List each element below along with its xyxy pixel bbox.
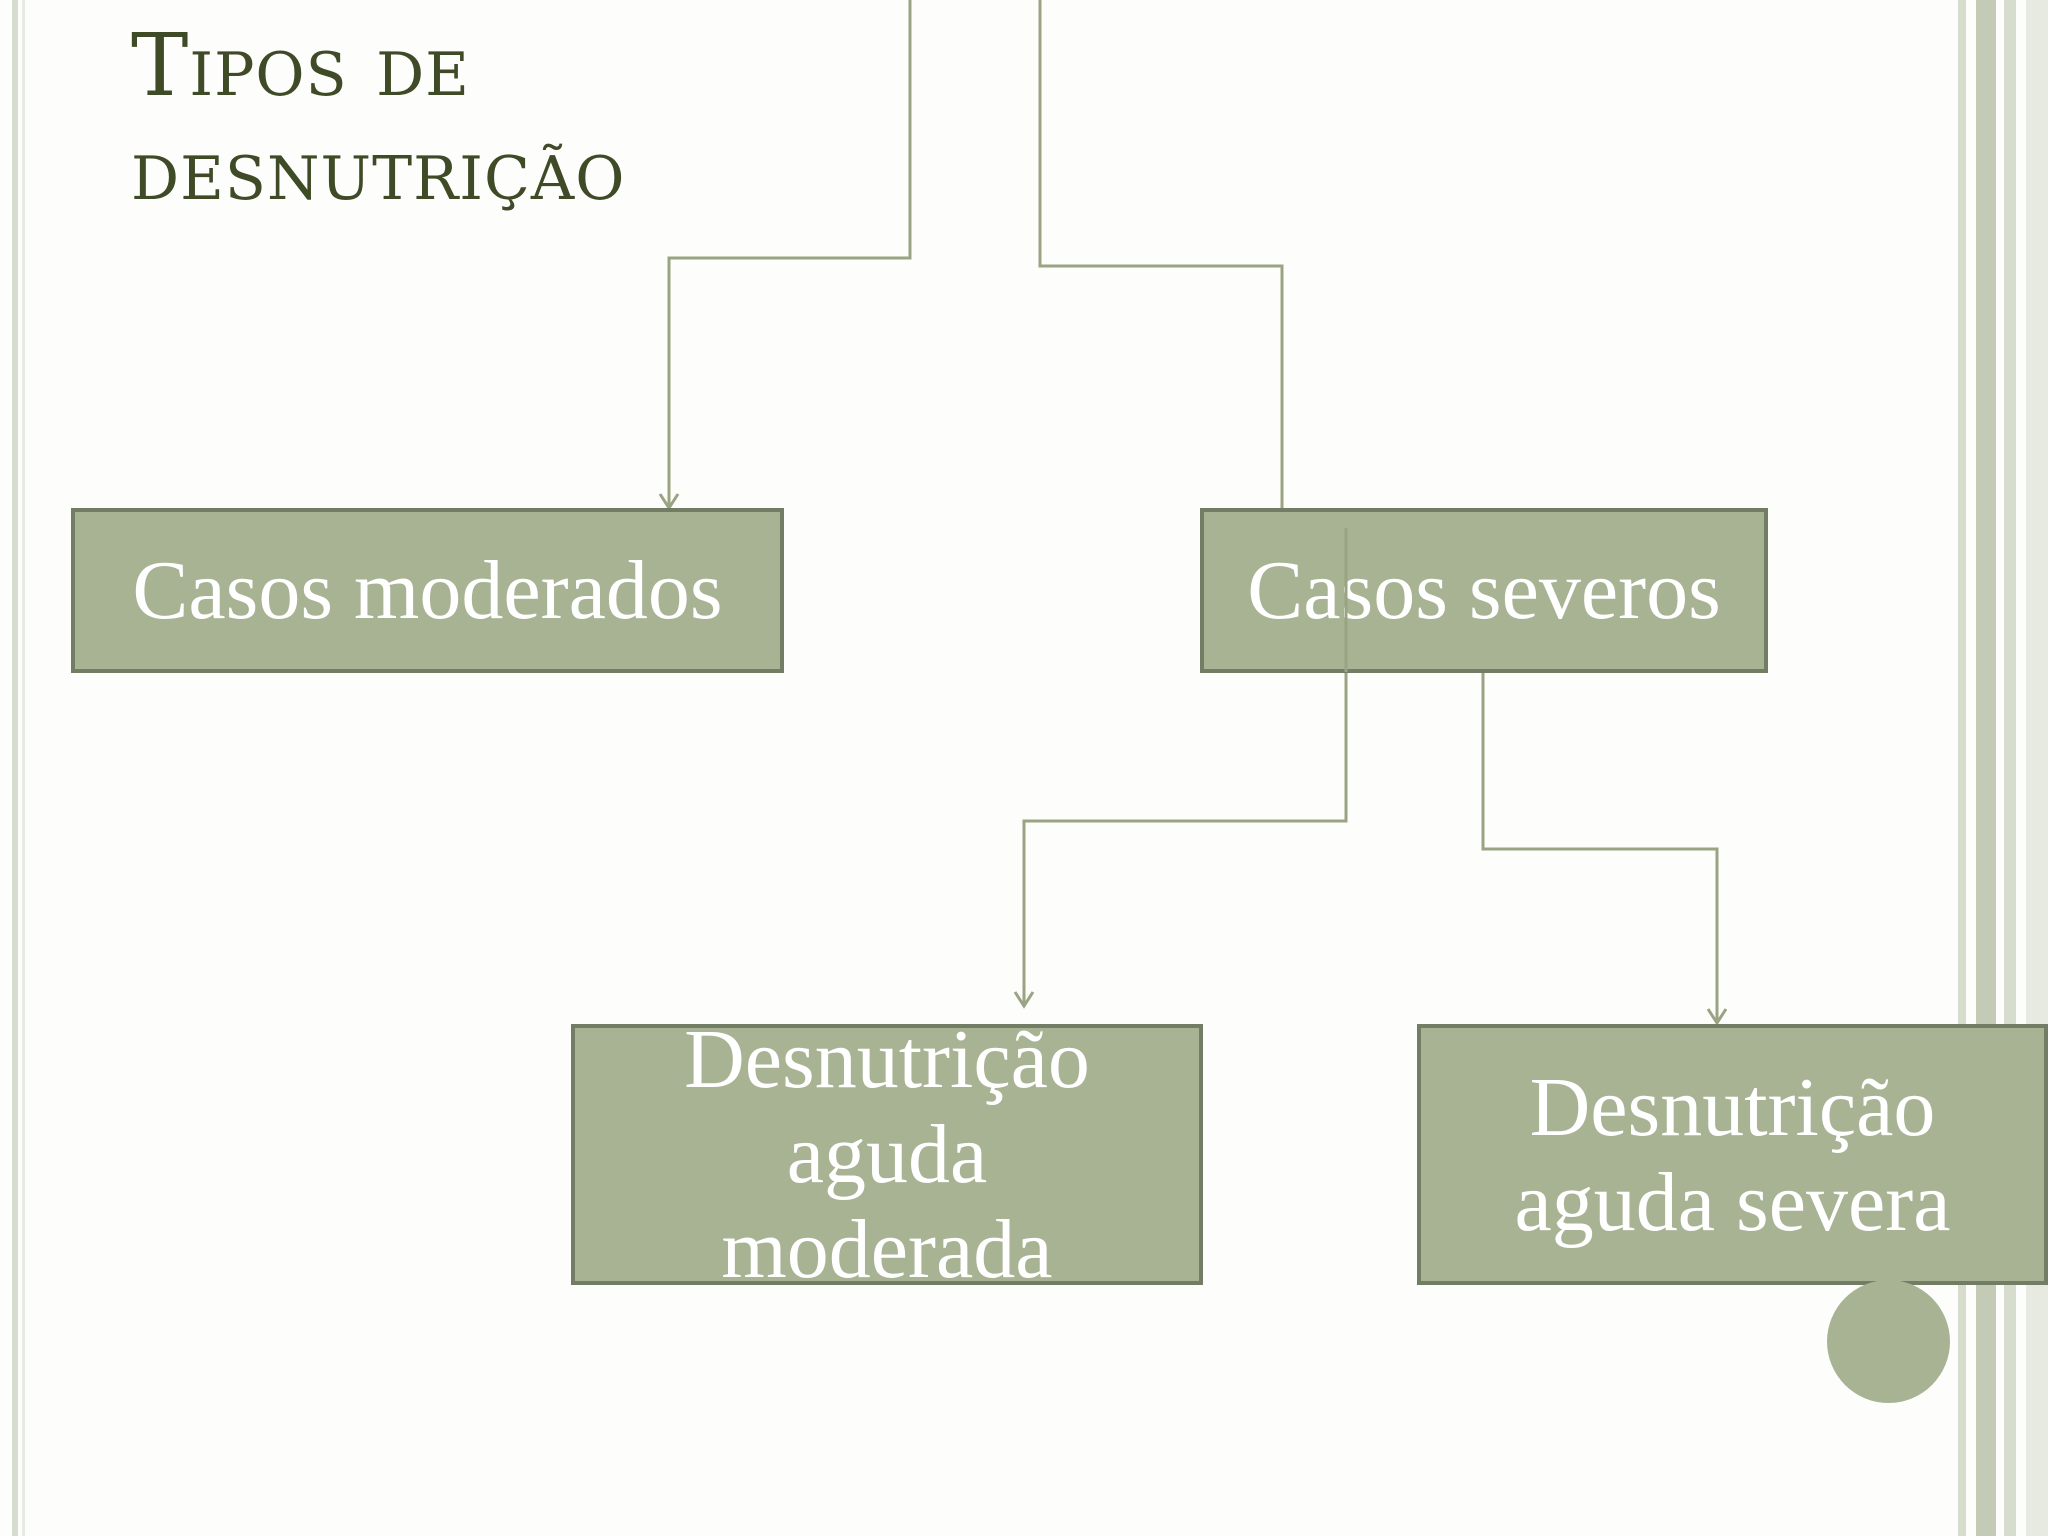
- right-frame-stripe-1: [1958, 0, 1966, 1536]
- connector-severe-to-acute-moderate: [1022, 528, 1348, 1006]
- connector-severe-to-acute-severe: [1481, 672, 1719, 1023]
- left-frame-stripe-inner: [22, 0, 25, 1536]
- slide-title-text: Tipos de desnutrição: [131, 16, 626, 220]
- connector-root-to-severe: [1038, 0, 1284, 508]
- connector-root-to-moderate: [667, 0, 912, 508]
- arrowhead-acute-severe: [1706, 1008, 1728, 1026]
- node-acute-moderate: Desnutrição aguda moderada: [571, 1013, 1203, 1296]
- node-moderate-cases: Casos moderados: [71, 508, 784, 673]
- decorative-circle: [1827, 1280, 1950, 1403]
- node-moderate-cases-label: Casos moderados: [132, 544, 723, 637]
- left-frame-stripe: [12, 0, 18, 1536]
- node-acute-moderate-label: Desnutrição aguda moderada: [684, 1013, 1090, 1296]
- node-acute-severe: Desnutrição aguda severa: [1417, 1024, 2048, 1285]
- node-severe-cases: Casos severos: [1200, 508, 1768, 673]
- node-severe-cases-label: Casos severos: [1247, 544, 1721, 637]
- slide-title: Tipos de desnutrição: [131, 14, 751, 222]
- arrowhead-acute-moderate: [1013, 991, 1035, 1009]
- node-acute-severe-label: Desnutrição aguda severa: [1514, 1060, 1951, 1249]
